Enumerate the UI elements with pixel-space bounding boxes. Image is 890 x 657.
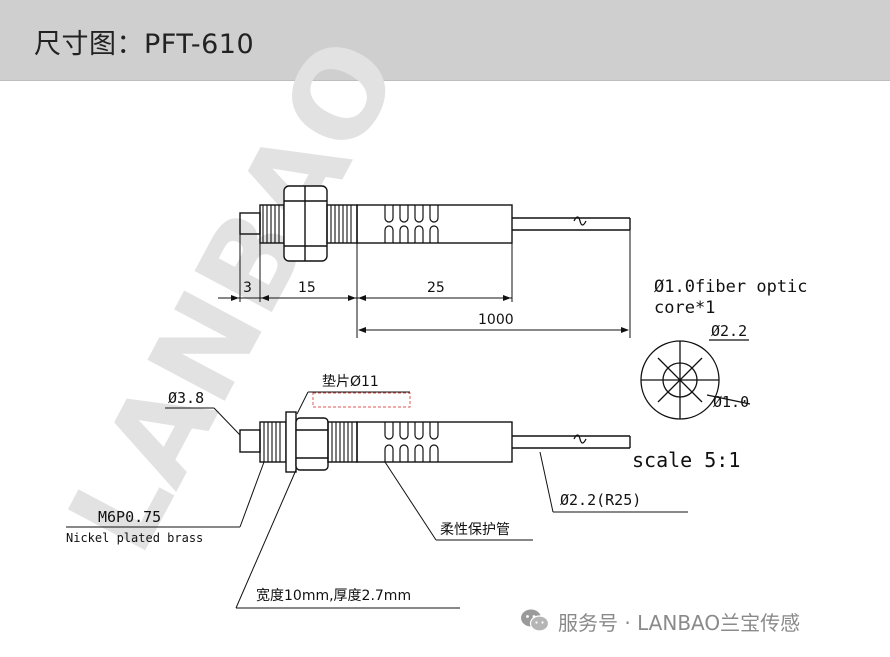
- tip-diameter-label: Ø3.8: [168, 389, 204, 407]
- footer-text: 服务号 · LANBAO兰宝传感: [558, 610, 801, 635]
- header-bar: 尺寸图：PFT-610: [0, 0, 890, 81]
- tip-diameter-leader: [165, 407, 241, 436]
- fiber-core-label-line2: core*1: [654, 298, 715, 318]
- nut-bottom: [295, 417, 329, 471]
- top-dimension-lines: [218, 295, 629, 333]
- cable-spec-label: Ø2.2(R25): [560, 491, 641, 509]
- flex-slots-bottom: [384, 422, 439, 462]
- washer-dashed-box: [312, 392, 411, 408]
- flex-tube: [356, 204, 513, 244]
- flex-tube-bottom: [356, 421, 513, 463]
- footer-watermark: 服务号 · LANBAO兰宝传感: [520, 606, 800, 636]
- top-extension-lines: [239, 230, 631, 338]
- flex-tube-label: 柔性保护管: [440, 522, 510, 538]
- inner-diameter-label: Ø1.0: [713, 393, 749, 411]
- thread-hatch-top: [262, 205, 352, 243]
- dim-15-label: 15: [298, 280, 316, 296]
- washer-leader: [296, 391, 309, 415]
- dim-25-label: 25: [427, 280, 445, 296]
- cable-break-top: [573, 216, 587, 226]
- flex-tube-leader: [384, 461, 533, 541]
- cross-section: [640, 339, 751, 420]
- cable-break-bottom: [573, 434, 587, 444]
- fiber-core-label-line1: Ø1.0fiber optic: [654, 277, 808, 297]
- cable-spec-leader: [539, 451, 688, 513]
- watermark-text: LANBAO: [43, 17, 427, 573]
- scale-label: scale 5:1: [632, 448, 740, 472]
- sensor-tip-bottom: [239, 429, 261, 453]
- washer: [285, 411, 297, 473]
- top-view-sensor: [239, 185, 631, 262]
- flex-slots-top: [384, 205, 439, 243]
- thread-spec-leader: [66, 461, 265, 528]
- washer-label: 垫片Ø11: [322, 374, 379, 390]
- outer-diameter-label: Ø2.2: [711, 322, 747, 340]
- nut-spec-label: 宽度10mm,厚度2.7mm: [256, 587, 411, 604]
- wechat-icon: [520, 608, 550, 634]
- dim-1000-label: 1000: [478, 312, 514, 328]
- thread-hatch-bottom: [263, 422, 353, 462]
- bottom-view-sensor: [239, 411, 631, 473]
- material-label: Nickel plated brass: [66, 531, 203, 545]
- page-title: 尺寸图：PFT-610: [34, 29, 255, 60]
- nut-spec-leader: [235, 469, 460, 609]
- thread-spec-label: M6P0.75: [98, 508, 161, 526]
- dim-3-label: 3: [243, 280, 252, 296]
